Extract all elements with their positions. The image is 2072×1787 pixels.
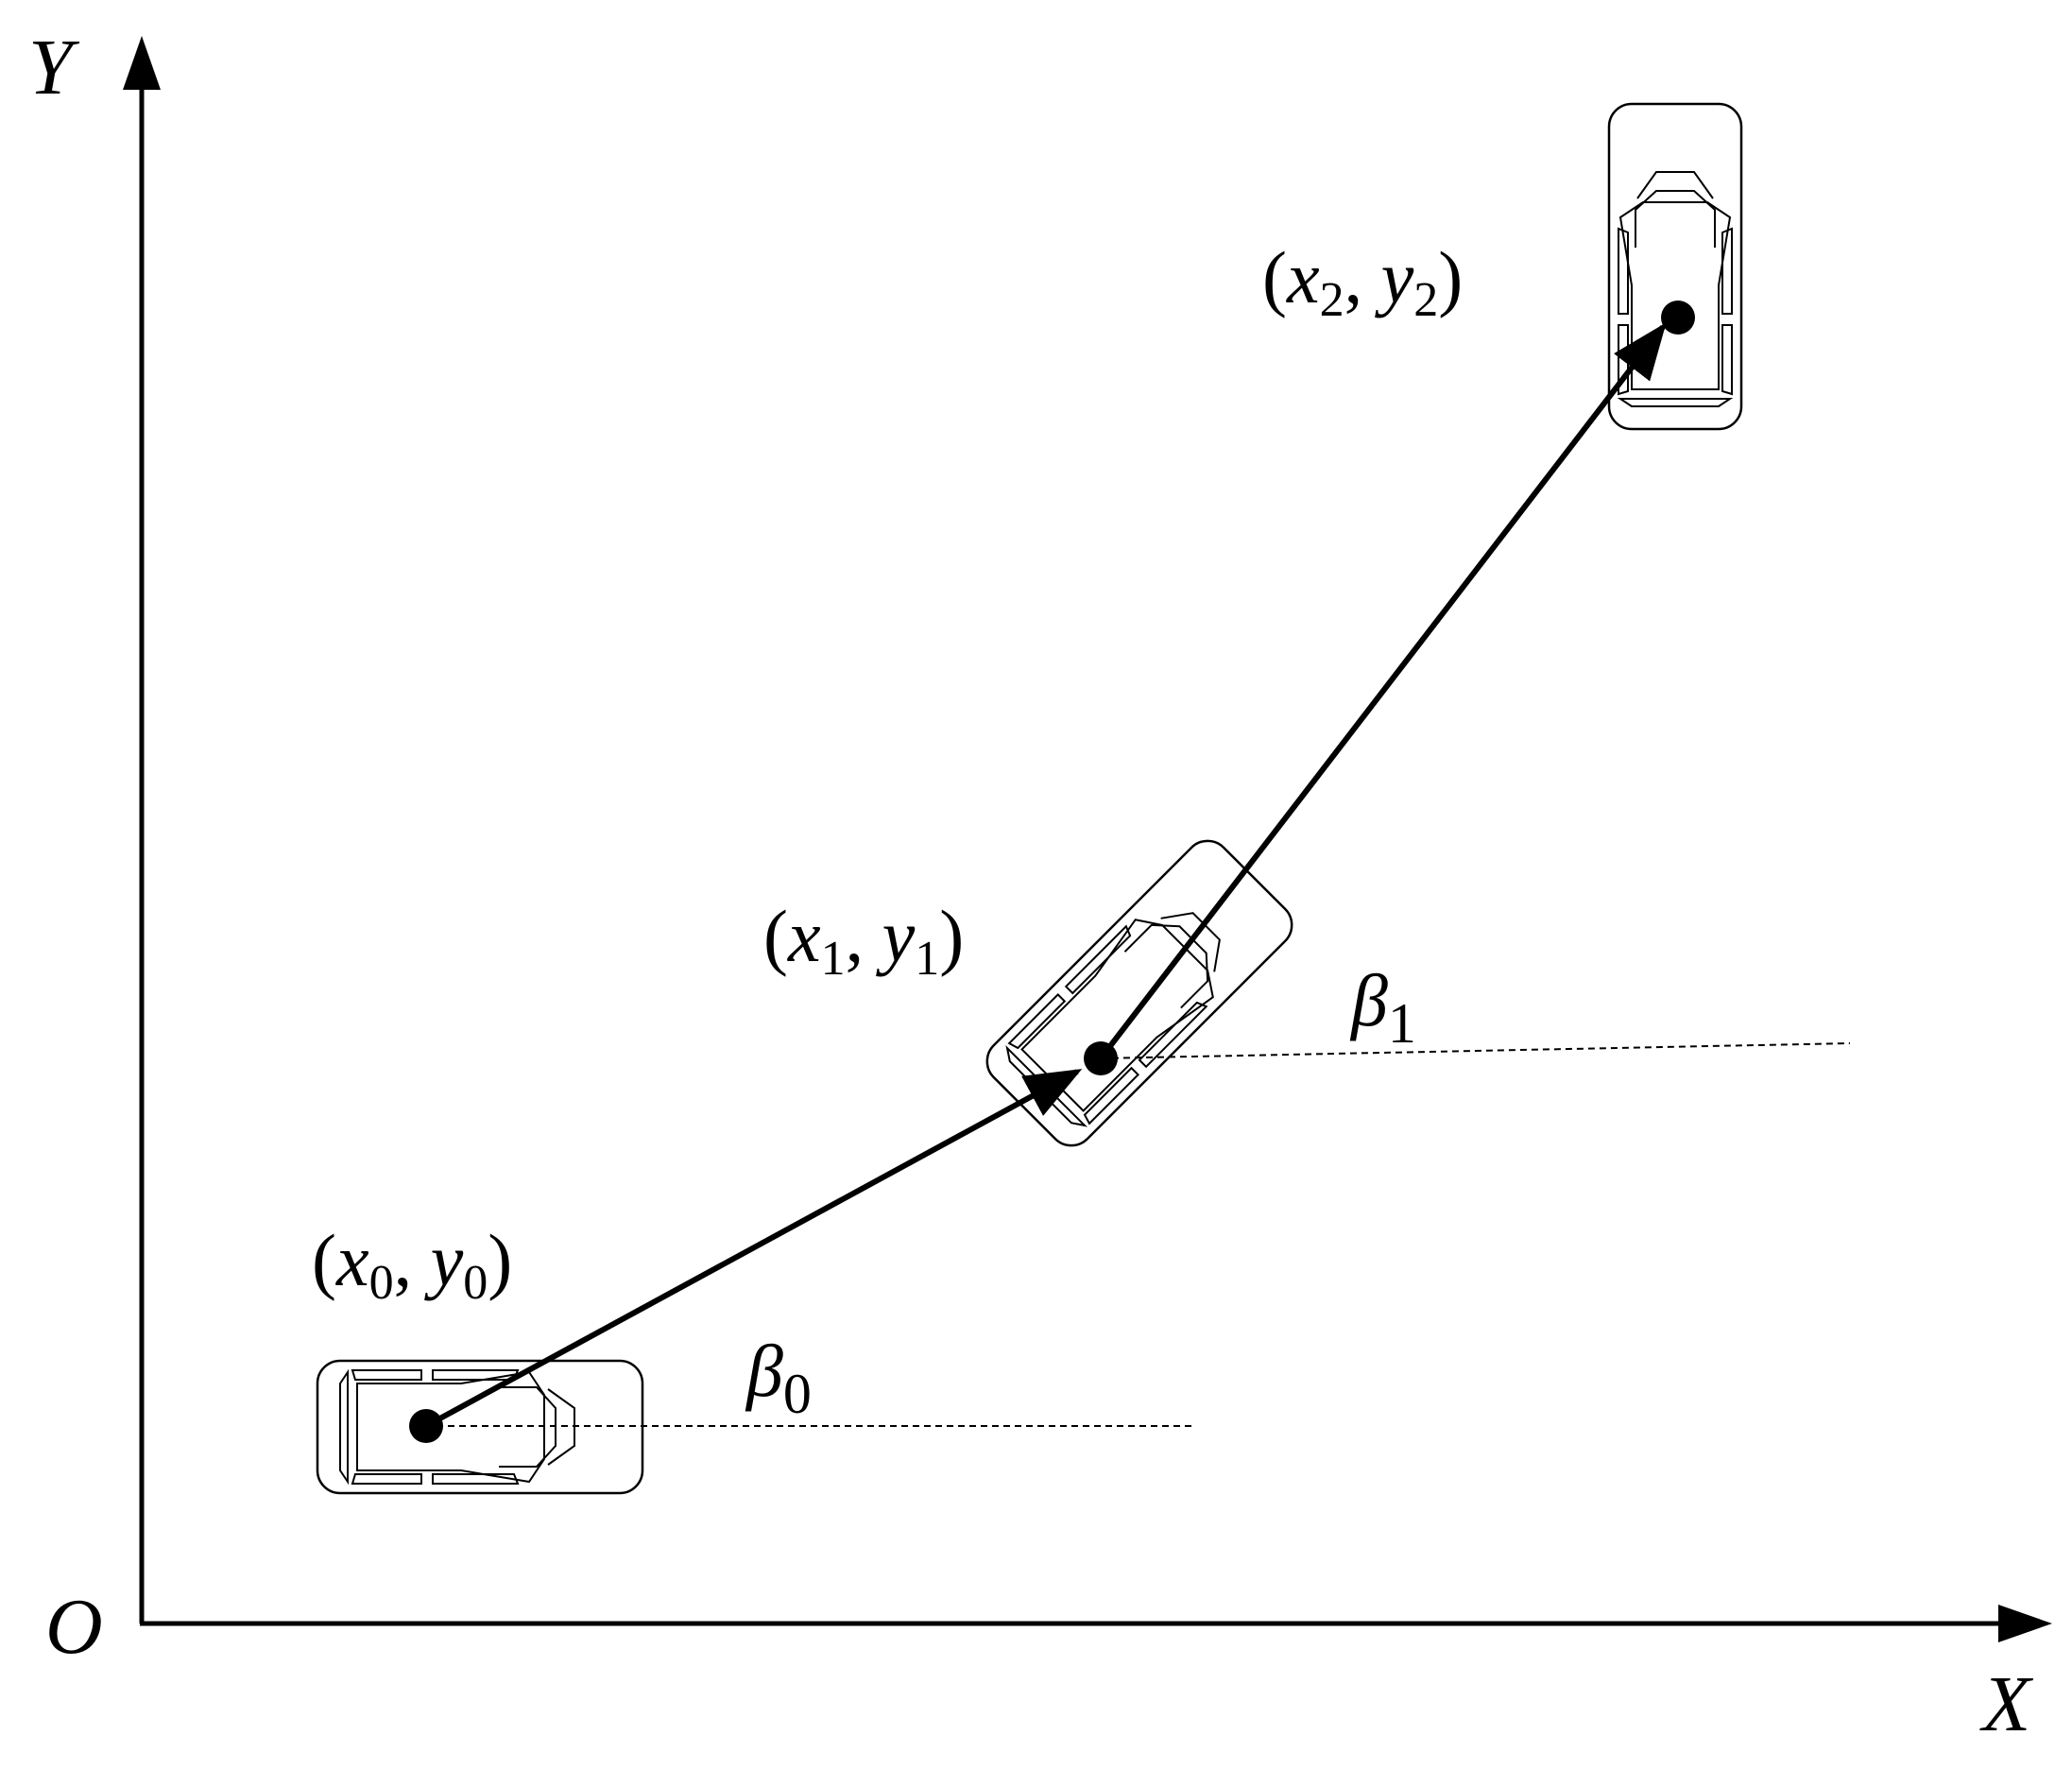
car-0 [316,1359,644,1495]
car-1 [976,830,1303,1157]
point-2-label: (x2, y2) [1262,236,1464,327]
y-axis-arrowhead [123,36,161,90]
origin-label: O [45,1583,103,1671]
x-axis-label: X [1982,1660,2031,1748]
trajectory-arrow-1-2 [1098,322,1667,1060]
x-axis-arrowhead [1998,1605,2052,1642]
beta1-reference-line [1100,1042,1851,1059]
point-0-dot [409,1409,443,1443]
point-2-dot [1661,301,1695,335]
point-1-dot [1084,1041,1118,1075]
beta0-label: β0 [746,1330,812,1425]
y-axis-label: Y [28,24,73,112]
car-2 [1607,102,1743,431]
point-1-label: (x1, y1) [763,895,965,986]
point-0-label: (x0, y0) [312,1219,513,1310]
trajectory-arrow-0-1 [424,1069,1083,1429]
beta1-label: β1 [1351,959,1416,1055]
